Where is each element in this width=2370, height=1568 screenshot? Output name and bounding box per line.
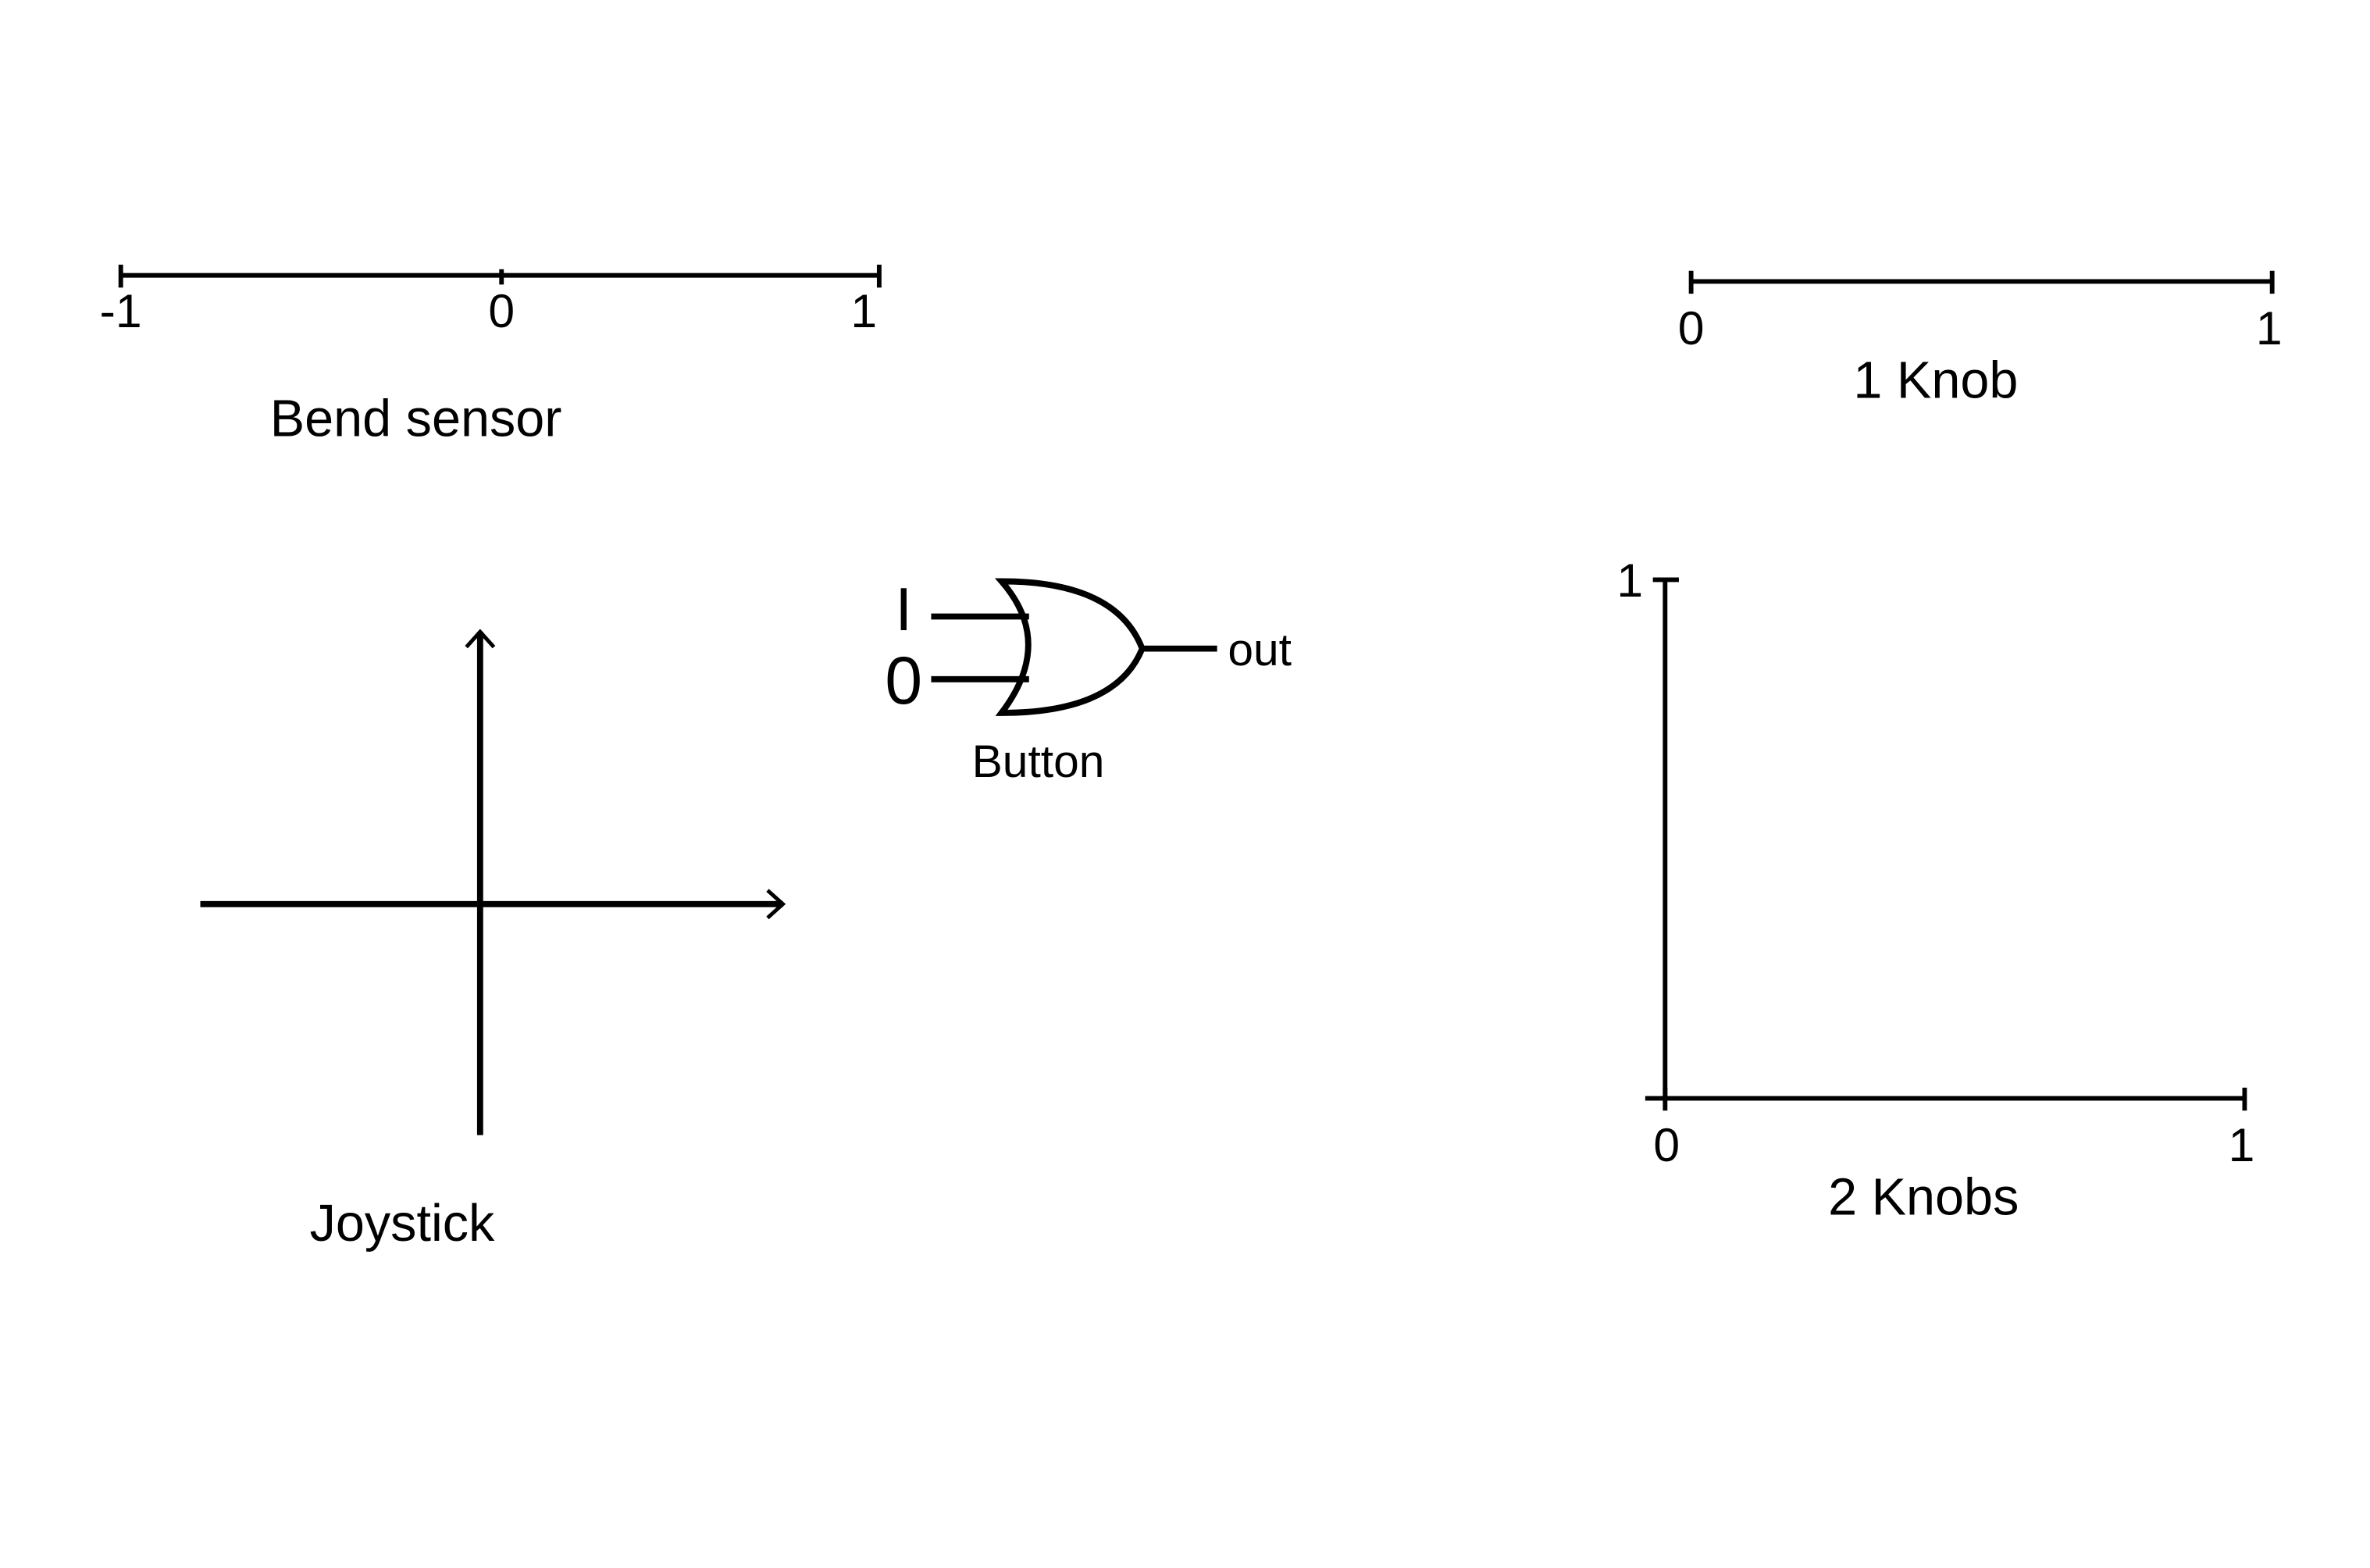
one-knob-tick-label-min: 0 [1678,301,1705,355]
joystick-axes: Joystick [200,629,786,1253]
one-knob-label: 1 Knob [1853,351,2018,409]
bend-sensor-scale: -1 0 1 Bend sensor [100,264,882,447]
two-knobs-y-tick-label: 1 [1616,554,1643,607]
two-knobs-x-tick-label-max: 1 [2229,1118,2255,1171]
or-gate-icon [994,578,1146,716]
joystick-label: Joystick [310,1195,495,1253]
bend-sensor-label: Bend sensor [270,390,562,447]
two-knobs-plane: 1 0 1 2 Knobs [1616,554,2254,1226]
button-label: Button [972,736,1105,787]
one-knob-scale: 0 1 1 Knob [1678,270,2283,409]
button-input-high-label: I [895,575,912,643]
bend-sensor-tick-label-zero: 0 [488,284,515,337]
one-knob-tick-label-max: 1 [2256,301,2283,355]
button-or-gate: I 0 out Button [885,575,1292,787]
button-output-label: out [1228,625,1292,675]
bend-sensor-tick-label-max: 1 [850,284,877,337]
two-knobs-x-tick-label-min: 0 [1653,1118,1680,1171]
joystick-right-arrowhead [766,889,786,920]
joystick-up-arrowhead [465,629,496,649]
bend-sensor-tick-label-min: -1 [100,284,142,337]
two-knobs-label: 2 Knobs [1828,1168,2019,1226]
button-input-low-label: 0 [885,643,922,718]
